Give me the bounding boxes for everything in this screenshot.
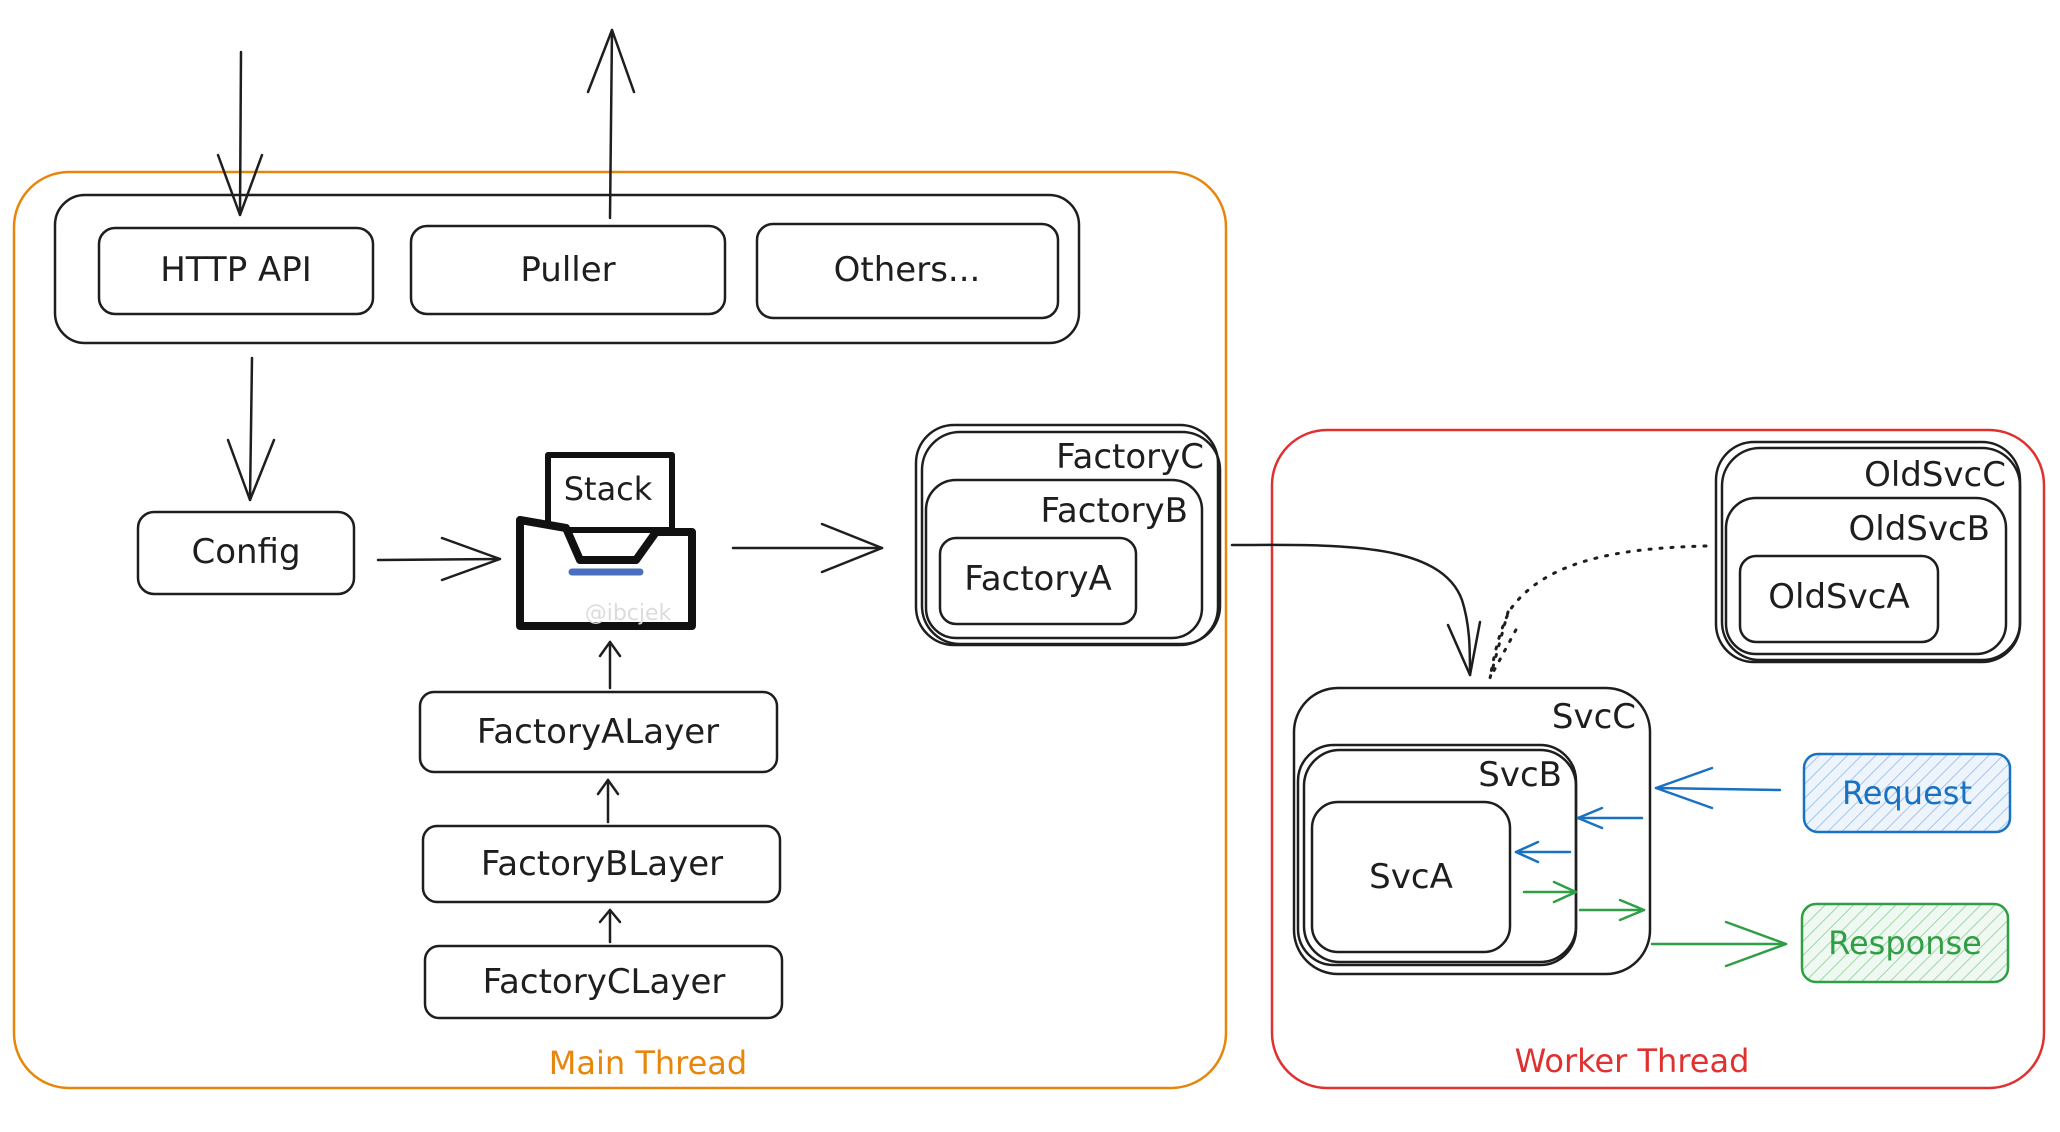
stack-icon: Stack @ibcjek [516,452,696,630]
request-arrows [1514,766,1782,864]
old-services-group: OldSvcC OldSvcB OldSvcA [1714,440,2022,664]
factory-c-box-inner [920,430,1222,646]
others-box [755,222,1060,320]
svc-b-label: SvcB [1478,755,1562,795]
response-label: Response [1828,924,1982,962]
config-label: Config [191,532,300,572]
worker-thread-label: Worker Thread [1515,1042,1750,1080]
svc-a-box [1310,800,1512,954]
request-label: Request [1842,774,1972,812]
request-node: Request [1802,752,2012,834]
factories-to-svc-arrow [1230,543,1482,677]
factory-b-layer-label: FactoryBLayer [481,844,723,884]
factory-a-box [938,536,1138,626]
factory-c-layer-label: FactoryCLayer [483,962,726,1002]
incoming-arrow [216,50,264,217]
old-svc-c-box-inner [1720,446,2022,662]
http-api-label: HTTP API [160,250,312,290]
worker-thread-region: Worker Thread [1270,428,2046,1090]
response-node: Response [1800,902,2010,984]
old-svc-a-label: OldSvcA [1768,577,1909,617]
entry-services-group: HTTP API Puller Others... [53,193,1081,345]
old-svc-dotted-link [1488,544,1708,680]
request-box [1802,752,2012,834]
factory-a-label: FactoryA [964,559,1111,599]
layer-up-arrows [596,640,622,944]
factory-c-layer-node: FactoryCLayer [423,944,784,1020]
entry-services-container [53,193,1081,345]
response-arrows [1522,880,1788,968]
stack-label: Stack [564,470,653,508]
old-svc-a-box [1738,554,1940,644]
config-to-stack-arrow [376,536,502,582]
factory-b-layer-box [421,824,782,904]
outgoing-arrow [586,28,636,220]
factory-a-layer-box [418,690,779,774]
factory-c-layer-box [423,944,784,1020]
stack-watermark: @ibcjek [585,601,672,626]
main-thread-label: Main Thread [549,1044,747,1082]
svc-a-label: SvcA [1369,857,1453,897]
factory-b-layer-node: FactoryBLayer [421,824,782,904]
puller-label: Puller [520,250,615,290]
main-thread-region: Main Thread [12,170,1228,1090]
stack-to-factories-arrow [731,522,884,574]
services-group: SvcC SvcB SvcA [1292,686,1652,976]
old-svc-b-box [1724,496,2008,656]
factory-b-box [924,478,1204,640]
factory-c-label: FactoryC [1056,437,1204,477]
svc-c-label: SvcC [1552,697,1636,737]
old-svc-b-label: OldSvcB [1848,509,1990,549]
worker-thread-border [1270,428,2046,1090]
main-thread-border [12,170,1228,1090]
response-box [1800,902,2010,984]
config-box [136,510,356,596]
old-svc-c-label: OldSvcC [1864,455,2006,495]
factory-b-label: FactoryB [1040,491,1188,531]
http-api-box [97,226,375,316]
factory-a-layer-node: FactoryALayer [418,690,779,774]
svc-c-box [1292,686,1652,976]
container-to-config-arrow [226,356,276,502]
others-label: Others... [834,250,981,290]
factory-a-layer-label: FactoryALayer [477,712,719,752]
puller-box [409,224,727,316]
factories-group: FactoryC FactoryB FactoryA [914,423,1222,647]
svc-b-box-inner [1302,748,1578,964]
config-node: Config [136,510,356,596]
